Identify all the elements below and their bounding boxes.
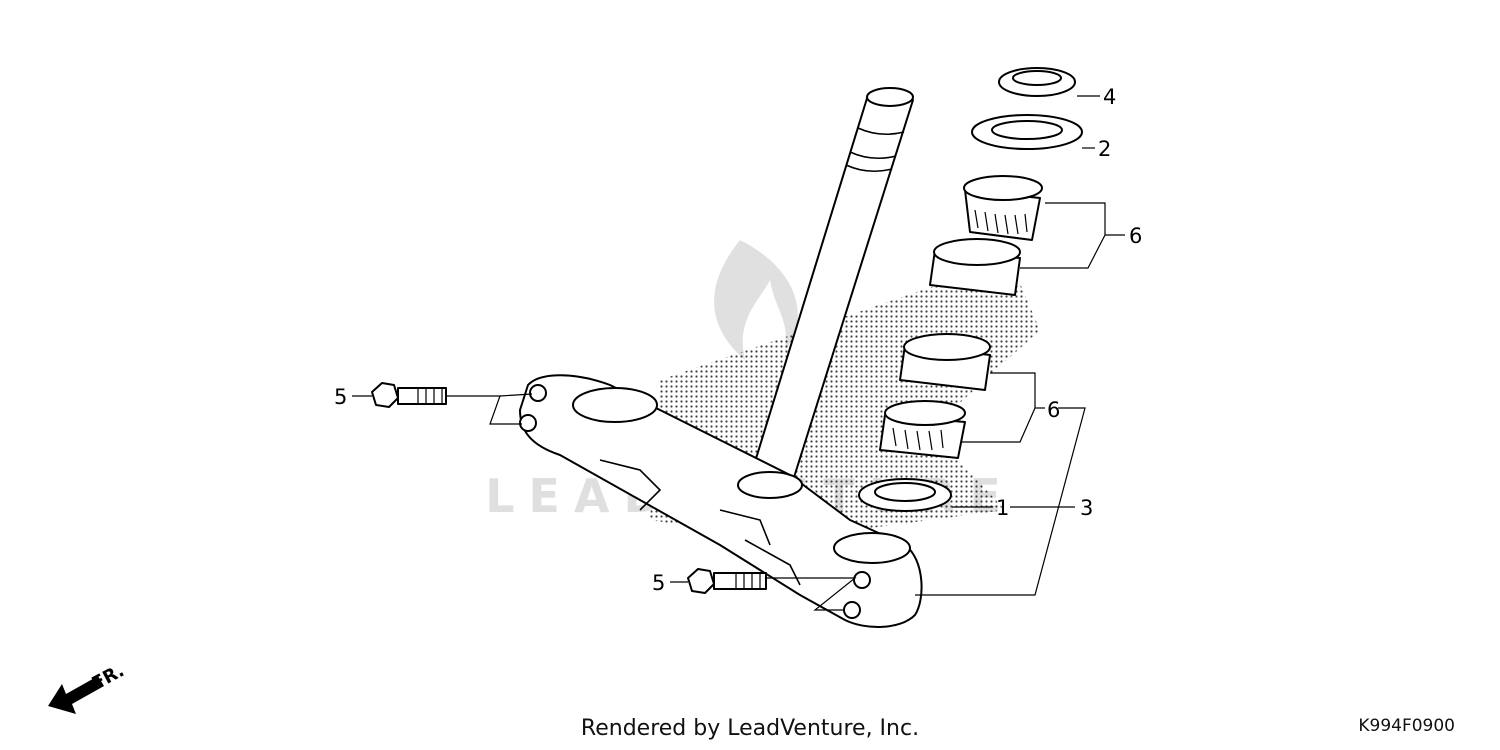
callout-1: 1 — [996, 496, 1009, 520]
callout-6-mid: 6 — [1047, 398, 1060, 422]
diagram-code: K994F0900 — [1358, 716, 1455, 736]
lower-tapered-bearing — [879, 400, 966, 459]
dust-seal-lower — [858, 478, 952, 512]
leader-lines — [352, 95, 1125, 611]
lock-nut — [998, 67, 1076, 97]
callout-6-top: 6 — [1129, 224, 1142, 248]
upper-bearing-race — [929, 238, 1021, 296]
footer-credit: Rendered by LeadVenture, Inc. — [580, 716, 920, 741]
bolt-lower — [687, 568, 767, 594]
upper-tapered-bearing — [963, 175, 1043, 241]
callout-5-bottom: 5 — [652, 571, 665, 595]
callout-2: 2 — [1098, 137, 1111, 161]
front-arrow-icon: FR. — [48, 660, 128, 714]
callout-4: 4 — [1103, 85, 1116, 109]
callout-5-top: 5 — [334, 385, 347, 409]
lower-triple-clamp — [519, 374, 923, 628]
bolt-upper — [371, 382, 447, 408]
dust-seal-top — [971, 114, 1083, 150]
lower-bearing-race — [899, 333, 991, 391]
steering-stem — [749, 87, 914, 491]
callout-3: 3 — [1080, 496, 1093, 520]
